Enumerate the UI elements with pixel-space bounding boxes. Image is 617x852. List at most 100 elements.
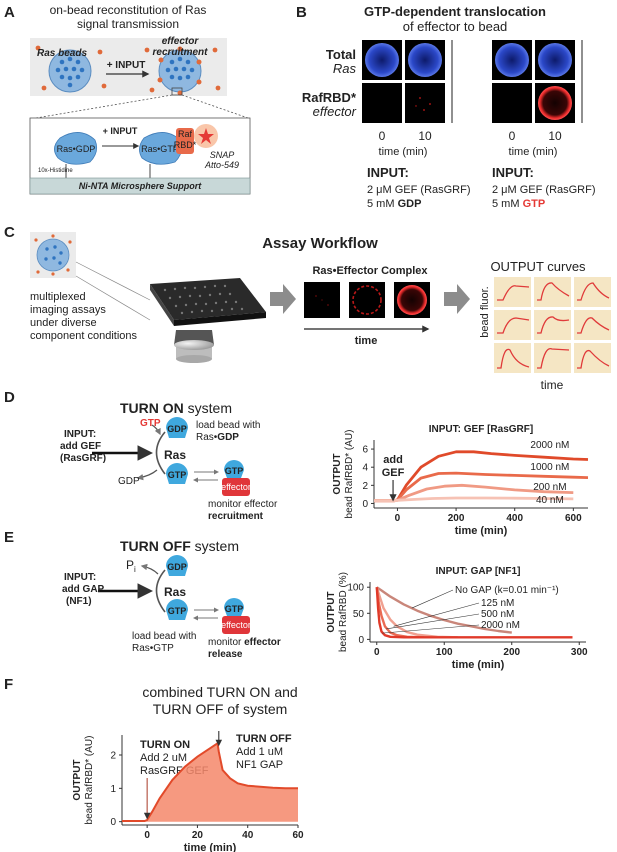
y-tick-label: 0 bbox=[362, 499, 368, 510]
series-annotation: No GAP (k=0.01 min⁻¹) bbox=[455, 585, 559, 596]
zoom-input-label: + INPUT bbox=[103, 126, 138, 136]
support-label: Ni-NTA Microsphere Support bbox=[79, 181, 203, 191]
pi-label: Pi bbox=[126, 558, 136, 574]
nuc-left-label: 5 mM GDP bbox=[367, 198, 421, 210]
y-axis-label-line2: bead RafRBD* (AU) bbox=[84, 736, 95, 825]
input-d-line3: (RasGRF) bbox=[60, 453, 106, 464]
x-tick-label: 600 bbox=[565, 513, 582, 524]
series-annotation: 2000 nM bbox=[481, 620, 520, 631]
well-plate bbox=[150, 278, 266, 326]
x-tick-label: 20 bbox=[192, 830, 204, 841]
time-0-right: 0 bbox=[509, 129, 516, 143]
row-effector-label-line1: RafRBD* bbox=[302, 90, 357, 105]
row-total-label-line1: Total bbox=[326, 47, 356, 62]
ras-gtp-shape bbox=[139, 132, 183, 165]
gef-left-label: 2 μM GEF (RasGRF) bbox=[367, 184, 471, 196]
input-right-label: INPUT: bbox=[492, 165, 534, 180]
series-annotation: 500 nM bbox=[481, 609, 514, 620]
complex-label: Ras•Effector Complex bbox=[312, 265, 428, 277]
series-line-3 bbox=[375, 587, 573, 639]
load-d-line1: load bead with bbox=[196, 420, 261, 431]
panel-a-label: A bbox=[4, 4, 15, 21]
annotation-leader bbox=[411, 589, 454, 609]
ras-gtp-label: Ras•GTP bbox=[141, 144, 179, 154]
snap-label-line2: Atto-549 bbox=[204, 160, 239, 170]
turn-off-annotation-line2: NF1 GAP bbox=[236, 759, 283, 771]
x-tick-label: 400 bbox=[506, 513, 523, 524]
effector-node-e: GTP effector bbox=[221, 598, 251, 634]
turn-on-title: TURN ON system bbox=[120, 400, 232, 416]
ras-gdp-node-d: GDP bbox=[166, 417, 188, 438]
y-tick-label: 50 bbox=[353, 609, 365, 620]
turn-off-title: TURN OFF system bbox=[120, 538, 239, 554]
ras-bead-left bbox=[48, 49, 92, 93]
bead-fluor-label: bead fluor. bbox=[479, 286, 491, 337]
ras-label-d: Ras bbox=[164, 448, 186, 462]
panel-f: F combined TURN ON and TURN OFF of syste… bbox=[4, 676, 304, 852]
y-axis-label-line1: OUTPUT bbox=[326, 591, 337, 632]
svg-text:effector: effector bbox=[221, 482, 251, 492]
y-tick-label: 6 bbox=[362, 445, 368, 456]
gef-right-label: 2 μM GEF (RasGRF) bbox=[492, 184, 596, 196]
ras-gdp-label: Ras•GDP bbox=[57, 144, 96, 154]
row-effector-label-line2: effector bbox=[313, 104, 357, 119]
annotation-leader bbox=[386, 613, 480, 630]
input-left-label: INPUT: bbox=[367, 165, 409, 180]
panel-d: D TURN ON system GTP GDP INPUT: add GEF … bbox=[4, 389, 589, 537]
panel-a-title-line1: on-bead reconstitution of Ras bbox=[50, 3, 207, 17]
series-label: 200 nM bbox=[533, 482, 566, 493]
y-tick-label: 1 bbox=[110, 784, 116, 795]
turn-on-annotation-title: TURN ON bbox=[140, 739, 190, 751]
x-tick-label: 40 bbox=[242, 830, 254, 841]
turn-off-annotation-line1: Add 1 uM bbox=[236, 746, 283, 758]
x-tick-label: 300 bbox=[571, 647, 588, 658]
objective-lens-icon bbox=[174, 330, 214, 363]
svg-text:effector: effector bbox=[221, 620, 251, 630]
y-tick-label: 100 bbox=[347, 583, 364, 594]
effector-recruitment-line2: recruitment bbox=[152, 47, 208, 58]
snap-label-line1: SNAP bbox=[210, 150, 235, 160]
input-d-line1: INPUT: bbox=[64, 429, 96, 440]
x-axis-label: time (min) bbox=[455, 525, 508, 537]
micrograph-grid bbox=[362, 40, 583, 123]
ras-label-e: Ras bbox=[164, 585, 186, 599]
panel-b-title-line1: GTP-dependent translocation bbox=[364, 4, 546, 19]
monitor-d-line2: recruitment bbox=[208, 511, 264, 522]
panel-a-title-line2: signal transmission bbox=[77, 17, 179, 31]
panel-c: C Assay Workflow multiplexed imaging bbox=[4, 224, 611, 392]
y-tick-label: 4 bbox=[362, 463, 368, 474]
nuc-right-label: 5 mM GTP bbox=[492, 198, 545, 210]
series-label: 1000 nM bbox=[530, 462, 569, 473]
add-gef-line1: add bbox=[383, 454, 403, 466]
chart-title: INPUT: GAP [NF1] bbox=[436, 566, 521, 577]
x-tick-label: 200 bbox=[448, 513, 465, 524]
panel-f-label: F bbox=[4, 676, 13, 693]
row-total-label-line2: Ras bbox=[333, 61, 357, 76]
time-label-left: time (min) bbox=[379, 146, 428, 158]
svg-text:GTP: GTP bbox=[225, 604, 244, 614]
series-line-0 bbox=[376, 586, 512, 634]
time-0-left: 0 bbox=[379, 129, 386, 143]
ras-bead-right bbox=[157, 46, 202, 96]
ras-gtp-node-d: GTP bbox=[166, 463, 188, 484]
panel-e: E TURN OFF system Pi INPUT: add GAP (NF1… bbox=[4, 529, 588, 671]
panel-a: A on-bead reconstitution of Ras signal t… bbox=[4, 3, 251, 195]
series-label: 40 nM bbox=[536, 495, 564, 506]
workflow-arrow-icon-2 bbox=[444, 284, 470, 314]
panel-f-title-line1: combined TURN ON and bbox=[142, 684, 297, 700]
series-line-2 bbox=[375, 587, 425, 639]
input-e-line3: (NF1) bbox=[66, 596, 92, 607]
svg-text:GTP: GTP bbox=[225, 466, 244, 476]
add-gef-line2: GEF bbox=[382, 467, 405, 479]
y-tick-label: 0 bbox=[358, 635, 364, 646]
monitor-e-line2: release bbox=[208, 649, 243, 660]
desc-line2: imaging assays bbox=[30, 304, 106, 316]
annotation-leader bbox=[382, 624, 480, 634]
y-axis-label-line1: OUTPUT bbox=[332, 453, 343, 494]
effector-recruitment-line1: effector bbox=[162, 36, 200, 47]
gdp-out-label: GDP bbox=[118, 476, 140, 487]
svg-text:GTP: GTP bbox=[168, 606, 187, 616]
